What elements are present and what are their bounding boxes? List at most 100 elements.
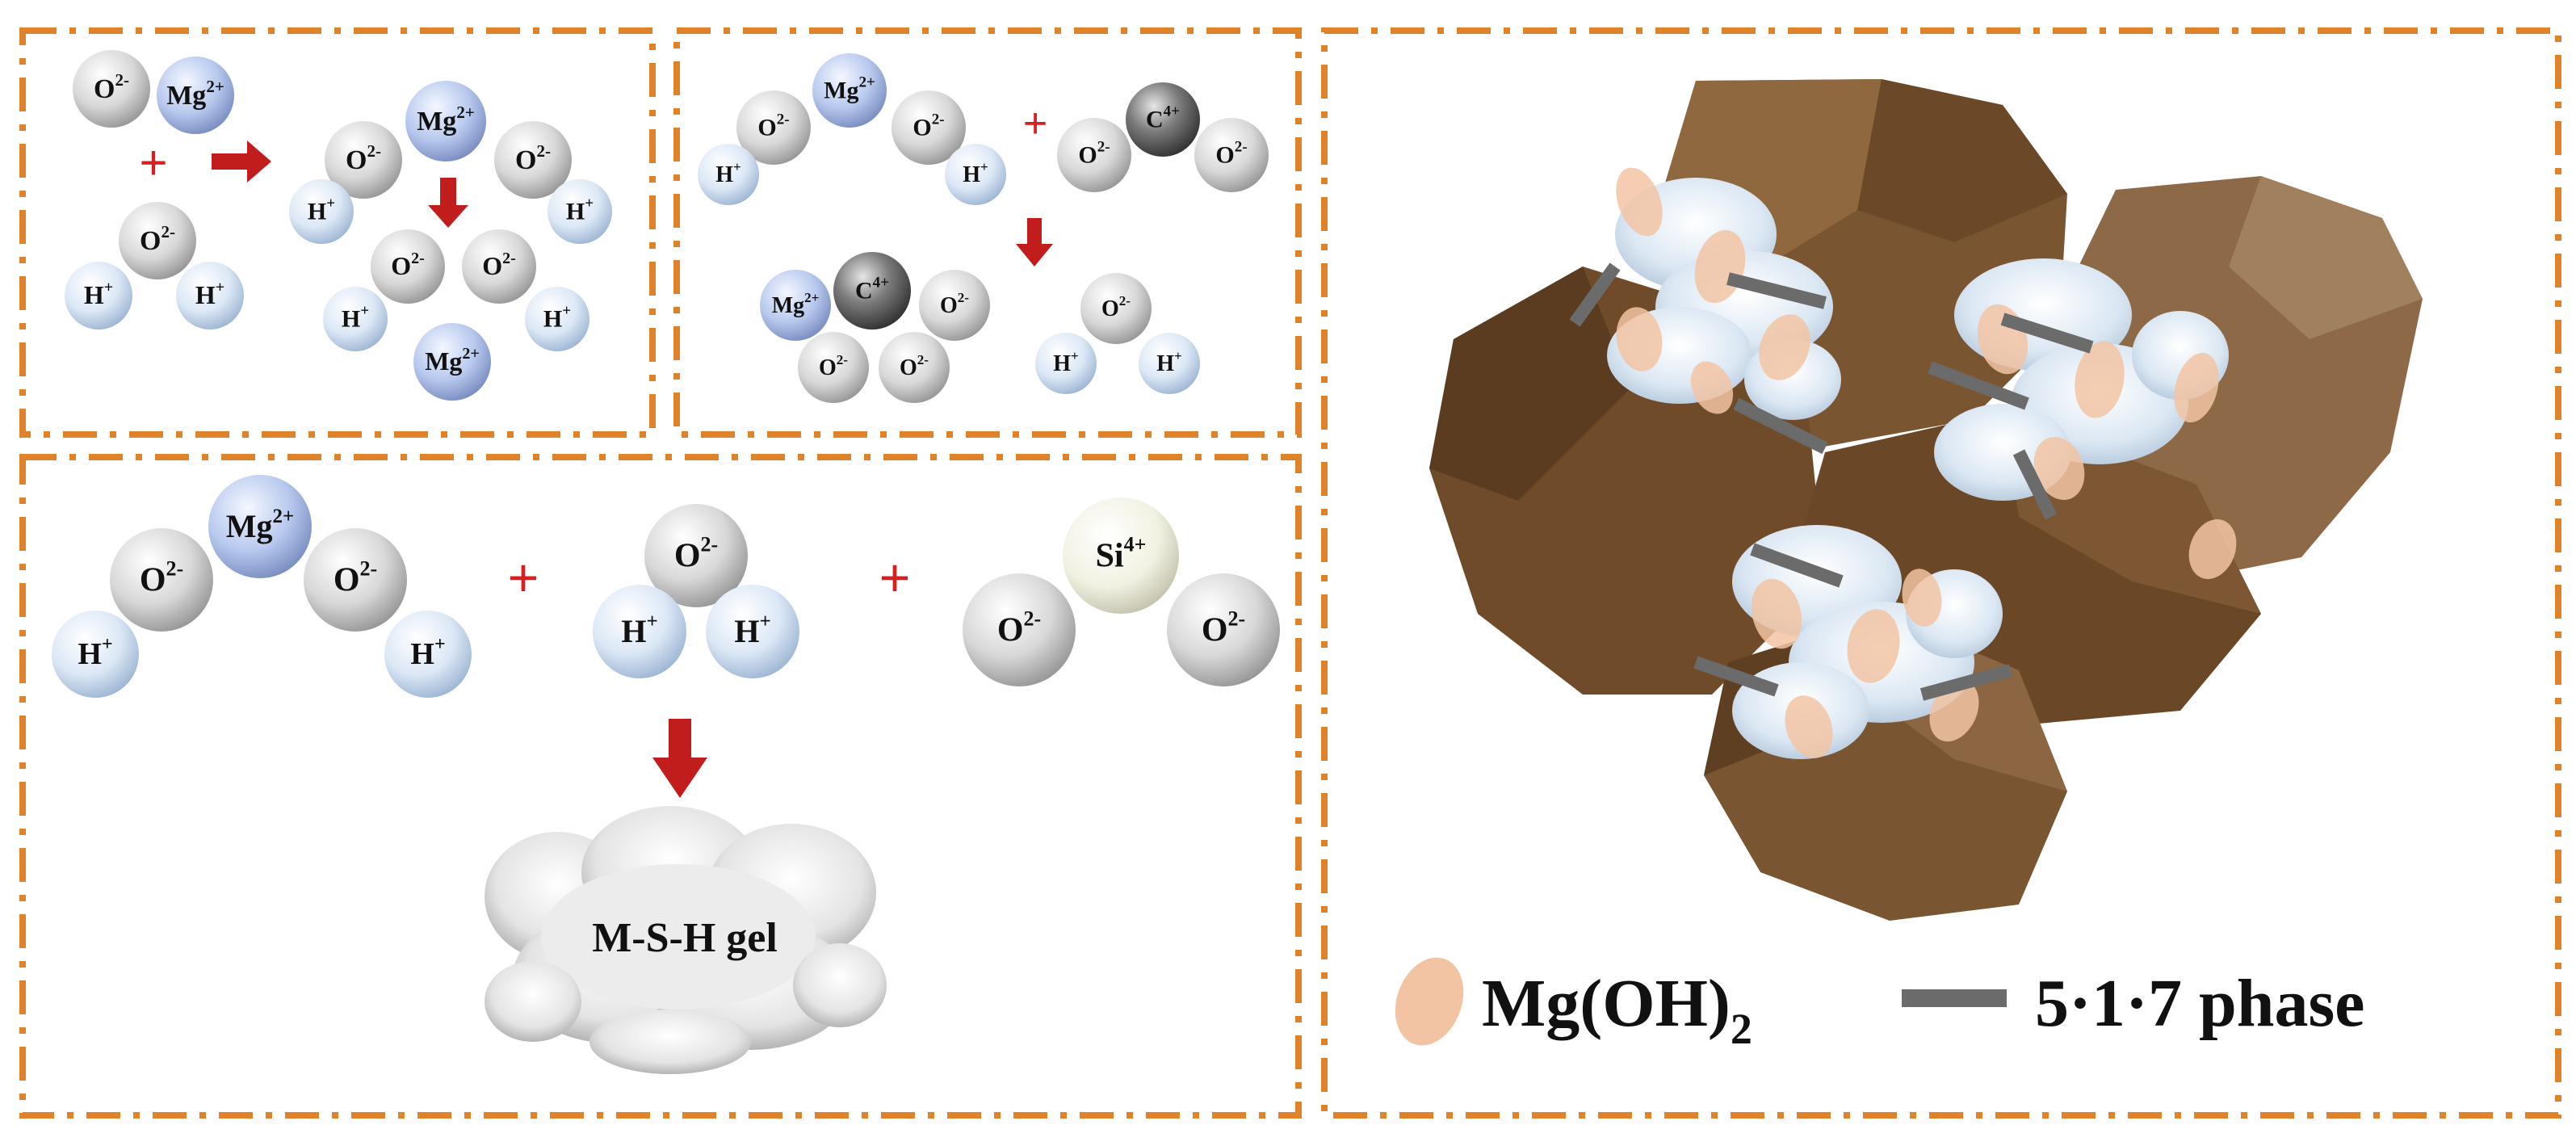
- hydrogen-charge: +: [102, 634, 113, 655]
- oxygen-symbol: O: [515, 145, 536, 175]
- mgoh-blobs: [1616, 167, 2237, 758]
- magnesium-symbol: Mg: [417, 107, 456, 136]
- frame-top-middle: [673, 27, 1302, 438]
- magnesium-sphere: [413, 323, 491, 401]
- reaction-arrow-down: [652, 719, 707, 798]
- mgoh-blob: [1785, 695, 1833, 758]
- magnesium-symbol: Mg: [226, 508, 273, 544]
- carbon-label: C4+: [855, 275, 889, 304]
- oxygen-sphere: [736, 90, 811, 165]
- oxygen-sphere: [963, 573, 1076, 686]
- oxygen-sphere: [1080, 273, 1152, 344]
- oxygen-atom: O2-: [1057, 118, 1131, 192]
- hydrogen-symbol: H: [734, 613, 759, 649]
- oxygen-atom: O2-: [304, 528, 407, 632]
- plus-sign: +: [879, 548, 911, 607]
- oxygen-charge: 2-: [1235, 139, 1248, 156]
- mgoh-blob: [1751, 578, 1802, 649]
- legend-phase-label: 5·1·7 phase: [2035, 966, 2364, 1041]
- oxygen-label: O2-: [94, 70, 129, 104]
- oxygen-charge: 2-: [1024, 607, 1042, 630]
- oxygen-atom: O2-: [798, 332, 869, 403]
- hydrogen-symbol: H: [1156, 351, 1174, 376]
- reaction-arrow-down: [1016, 218, 1053, 267]
- hydrogen-atom: H+: [52, 611, 139, 698]
- mgoh-blob: [1759, 314, 1810, 380]
- oxygen-atom: O2-: [879, 332, 950, 403]
- oxygen-atom: O2-: [1080, 273, 1152, 344]
- frame-borders: [19, 27, 2561, 1119]
- hydrogen-sphere: [945, 144, 1006, 205]
- grain-right-shade: [2229, 176, 2423, 339]
- hydrogen-symbol: H: [543, 306, 562, 333]
- reaction-arrow-down: [428, 178, 468, 228]
- hydrogen-sphere: [289, 179, 354, 244]
- hydrogen-label: H+: [342, 303, 369, 333]
- oxygen-atom: O2-: [1167, 573, 1280, 686]
- hydrogen-sphere: [1035, 333, 1097, 394]
- oxygen-label: O2-: [140, 556, 183, 598]
- oxygen-sphere: [73, 50, 150, 128]
- hydrogen-label: H+: [308, 195, 335, 225]
- phase-bar: [1726, 272, 1827, 309]
- oxygen-label: O2-: [940, 290, 969, 318]
- oxygen-symbol: O: [900, 355, 917, 380]
- hydrogen-charge: +: [562, 303, 571, 320]
- silicon-charge: 4+: [1124, 532, 1147, 556]
- carbon-charge: 4+: [873, 275, 889, 292]
- mgoh-blob: [1847, 609, 1900, 683]
- oxygen-label: O2-: [674, 532, 718, 574]
- hydrogen-sphere: [698, 144, 759, 205]
- magnesium-atom: Mg2+: [208, 475, 312, 578]
- hydrogen-sphere: [593, 585, 686, 678]
- oxygen-symbol: O: [482, 251, 502, 280]
- oxygen-charge: 2-: [958, 290, 970, 305]
- oxygen-sphere: [462, 229, 536, 304]
- magnesium-sphere: [812, 53, 887, 128]
- phase-bar: [1750, 543, 1844, 588]
- hydrogen-charge: +: [1071, 348, 1079, 363]
- oxygen-atom: O2-: [73, 50, 150, 128]
- magnesium-charge: 2+: [859, 74, 875, 91]
- magnesium-sphere: [208, 475, 312, 578]
- plus-sign: +: [139, 136, 167, 190]
- hydrogen-label: H+: [1156, 348, 1181, 376]
- oxygen-sphere: [304, 528, 407, 632]
- oxygen-sphere: [119, 202, 196, 279]
- oxygen-label: O2-: [757, 111, 789, 141]
- legend-mgoh-label: Mg(OH)2: [1482, 966, 1752, 1053]
- hydrogen-atom: H+: [945, 144, 1006, 205]
- mgoh-blob: [2075, 341, 2125, 418]
- oxygen-atom: O2-: [371, 229, 445, 304]
- hydrogen-atom: H+: [323, 287, 388, 351]
- silicon-symbol: Si: [1096, 537, 1124, 574]
- hydrogen-atom: H+: [525, 287, 589, 351]
- oxygen-symbol: O: [997, 611, 1024, 649]
- panel-microstructure: Mg(OH)2 5·1·7 phase: [1395, 79, 2423, 1053]
- oxygen-charge: 2-: [917, 352, 929, 367]
- hydrogen-charge: +: [216, 279, 224, 296]
- hydrogen-symbol: H: [715, 162, 733, 187]
- oxygen-atom: O2-: [736, 90, 811, 165]
- carbon-label: C4+: [1146, 103, 1180, 133]
- phase-bar: [1928, 361, 2029, 410]
- oxygen-sphere: [1194, 118, 1269, 192]
- oxygen-label: O2-: [391, 250, 425, 280]
- hydrogen-charge: +: [434, 634, 446, 655]
- hydrogen-label: H+: [195, 279, 224, 309]
- oxygen-atom: O2-: [919, 270, 990, 341]
- magnesium-charge: 2+: [273, 506, 295, 527]
- legend: Mg(OH)2 5·1·7 phase: [1395, 957, 2364, 1053]
- magnesium-charge: 2+: [804, 290, 819, 305]
- magnesium-sphere: [405, 81, 486, 162]
- oxygen-atom: O2-: [494, 121, 572, 199]
- reaction-arrow-right: [212, 141, 271, 183]
- magnesium-label: Mg2+: [824, 74, 875, 104]
- hydrogen-charge: +: [980, 159, 988, 174]
- phase-bars: [1569, 262, 2094, 701]
- hydrogen-sphere: [384, 611, 472, 698]
- oxygen-charge: 2-: [777, 111, 790, 128]
- magnesium-atom: Mg2+: [760, 270, 831, 341]
- panel-carbonation: Mg2+ O2- O2- H+ H+ + C4+ O2- O2- Mg2+ C4…: [698, 53, 1269, 403]
- phase-bar: [1733, 397, 1828, 455]
